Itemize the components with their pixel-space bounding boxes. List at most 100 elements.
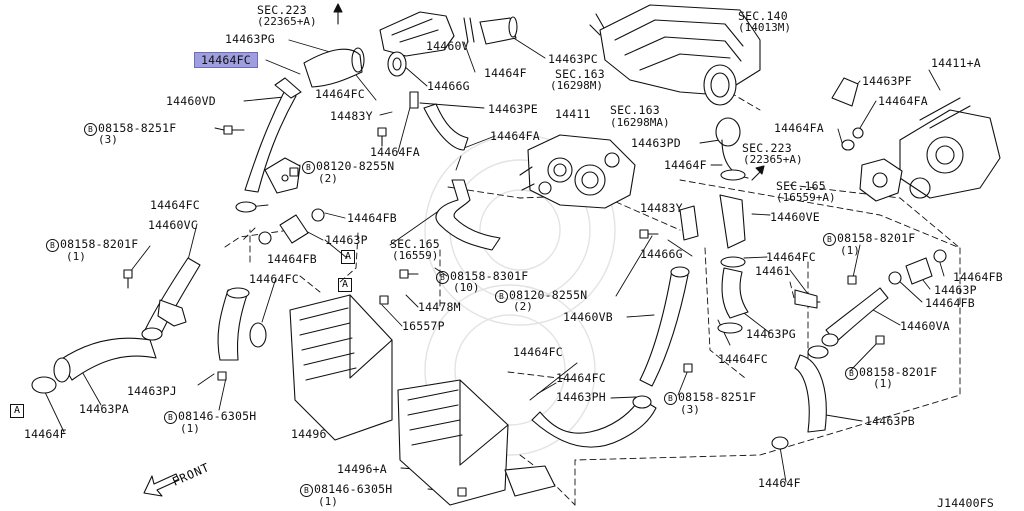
part-14463P-hose-left: [258, 208, 325, 245]
label-14464FC-d[interactable]: 14464FC: [766, 250, 816, 264]
label-14411A[interactable]: 14411+A: [931, 56, 981, 70]
part-14463PH-hose: [531, 395, 657, 448]
label-14464FC-f[interactable]: 14464FC: [513, 345, 563, 359]
label-14464F-bottom[interactable]: 14464F: [758, 476, 801, 490]
part-14463PF-hose: [831, 77, 864, 151]
label-14464F-left[interactable]: 14464F: [24, 427, 67, 441]
label-14464FC-highlighted[interactable]: 14464FC: [194, 52, 258, 68]
label-14460V[interactable]: 14460V: [426, 39, 469, 53]
label-sec163-a-sub: (16298M): [550, 79, 603, 92]
part-14463PG-hose: [303, 47, 365, 88]
label-14483Y[interactable]: 14483Y: [330, 109, 373, 123]
bolt-code: 08158-8201F: [60, 237, 139, 251]
label-14464FC-c[interactable]: 14464FC: [249, 272, 299, 286]
label-14463PA[interactable]: 14463PA: [79, 402, 129, 416]
label-14464FB-c[interactable]: 14464FB: [953, 270, 1003, 284]
bolt-code: 08146-6305H: [178, 409, 257, 423]
label-14460VC[interactable]: 14460VC: [148, 218, 198, 232]
label-14460VD[interactable]: 14460VD: [166, 94, 216, 108]
label-14463PG[interactable]: 14463PG: [225, 32, 275, 46]
part-14463PG-hose-right: [717, 256, 749, 334]
label-sec163-a: SEC.163: [555, 67, 605, 81]
label-14483Y-b[interactable]: 14483Y: [640, 201, 683, 215]
label-14463P-b[interactable]: 14463P: [934, 283, 977, 297]
label-14460VA[interactable]: 14460VA: [900, 319, 950, 333]
part-SEC165-pipe: [435, 179, 501, 251]
label-14464FA-right-b[interactable]: 14464FA: [774, 121, 824, 135]
label-sec140-sub: (14013M): [738, 21, 791, 34]
label-14464FC[interactable]: 14464FC: [315, 87, 365, 101]
part-14496A-intercooler: [397, 379, 556, 506]
label-14463P-a[interactable]: 14463P: [325, 233, 368, 247]
part-14460VA-pipe: [821, 287, 889, 347]
bolt-code: 08158-8301F: [450, 269, 529, 283]
label-14464FC-b[interactable]: 14464FC: [150, 198, 200, 212]
label-14463PH[interactable]: 14463PH: [556, 390, 606, 404]
bolt-code: 08158-8251F: [678, 390, 757, 404]
up-arrow-icon: [751, 165, 765, 181]
label-sec163-b-sub: (16298MA): [610, 116, 670, 129]
label-14463PD[interactable]: 14463PD: [631, 136, 681, 150]
label-14464FC-e[interactable]: 14464FC: [718, 352, 768, 366]
label-16557P[interactable]: 16557P: [402, 319, 445, 333]
label-14466G[interactable]: 14466G: [427, 79, 470, 93]
label-bolt-qty: (1): [66, 250, 86, 263]
label-sec165-a-sub: (16559+A): [776, 191, 836, 204]
bolt-b-icon: B: [84, 123, 97, 136]
label-14464FB-b[interactable]: 14464FB: [267, 252, 317, 266]
part-14411A-turbocharger: [899, 97, 1001, 199]
reference-box-A: A: [341, 250, 355, 264]
label-sec165-a: SEC.165: [776, 179, 826, 193]
label-14464FC-g[interactable]: 14464FC: [556, 371, 606, 385]
label-14460VE[interactable]: 14460VE: [770, 210, 820, 224]
bolt-b-icon: B: [664, 392, 677, 405]
label-14461[interactable]: 14461: [755, 264, 791, 278]
part-14460VD-pipe: [244, 77, 302, 194]
label-14466G-b[interactable]: 14466G: [640, 247, 683, 261]
label-14463PF[interactable]: 14463PF: [862, 74, 912, 88]
label-14464F[interactable]: 14464F: [484, 66, 527, 80]
label-14464F-mid[interactable]: 14464F: [664, 158, 707, 172]
label-14463PG-b[interactable]: 14463PG: [746, 327, 796, 341]
label-14411[interactable]: 14411: [555, 107, 591, 121]
label-14460VB[interactable]: 14460VB: [563, 310, 613, 324]
bolt-code: 08120-8255N: [509, 288, 588, 302]
label-14463PE[interactable]: 14463PE: [488, 102, 538, 116]
label-14464FA-right-a[interactable]: 14464FA: [878, 94, 928, 108]
label-14496[interactable]: 14496: [291, 427, 327, 441]
label-14463PJ[interactable]: 14463PJ: [127, 384, 177, 398]
label-14464FA-center-a[interactable]: 14464FA: [370, 145, 420, 159]
part-14496-intercooler: [289, 294, 393, 441]
part-14463PA-hose: [31, 337, 157, 394]
label-bolt-qty: (2): [513, 300, 533, 313]
up-arrow-icon: [333, 3, 343, 25]
label-14496A[interactable]: 14496+A: [337, 462, 387, 476]
label-14464FB-d[interactable]: 14464FB: [925, 296, 975, 310]
label-bolt-qty: (1): [840, 244, 860, 257]
diagram-code: J14400FS: [937, 496, 994, 510]
label-14463PC[interactable]: 14463PC: [548, 52, 598, 66]
part-14463PB-hose: [771, 345, 829, 450]
reference-box-A: A: [338, 278, 352, 292]
label-14464FA-center-b[interactable]: 14464FA: [490, 129, 540, 143]
label-sec223-mid-sub: (22365+A): [743, 153, 803, 166]
label-bolt-qty: (1): [873, 377, 893, 390]
label-14463PB[interactable]: 14463PB: [865, 414, 915, 428]
label-14464FB-a[interactable]: 14464FB: [347, 211, 397, 225]
bolt-code: 08158-8201F: [859, 365, 938, 379]
label-14478M[interactable]: 14478M: [418, 300, 461, 314]
part-14460VB-pipe: [639, 266, 690, 387]
part-14460V-housing: [379, 11, 455, 77]
label-sec165-b-sub: (16559): [392, 249, 439, 262]
